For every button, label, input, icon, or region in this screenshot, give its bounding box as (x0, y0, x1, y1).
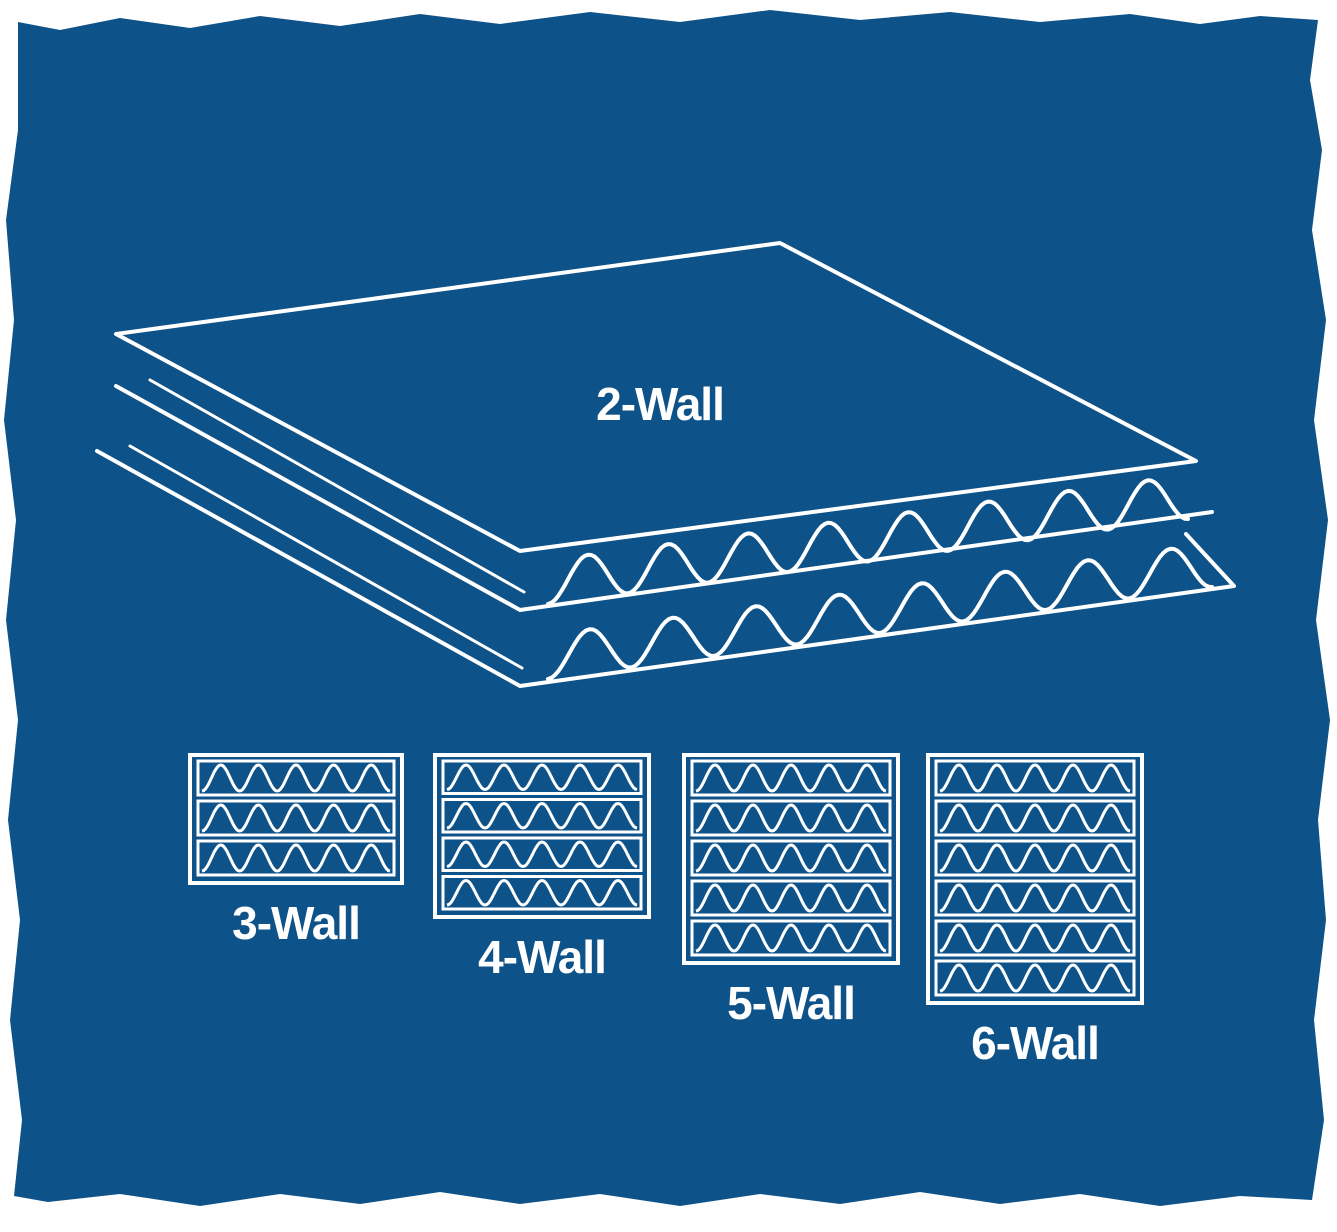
cross-section-label: 6-Wall (971, 1017, 1099, 1069)
flute-wave (446, 840, 638, 869)
bottom-liner-sheet (95, 449, 1236, 688)
flute-wave (939, 843, 1131, 873)
flute-row-liner (441, 798, 643, 834)
bottom-liner-inner-edge (128, 444, 524, 670)
flute-row-liner (196, 799, 396, 837)
flute-wave (446, 878, 638, 907)
flute-wave (939, 803, 1131, 833)
middle-liner-sheet (114, 384, 1214, 612)
cross-section-group: 3-Wall 4-Wall 5-Wall 6-Wall (188, 753, 1144, 1069)
cross-section-4-wall: 4-Wall (433, 753, 651, 983)
flute-row-liner (934, 839, 1136, 877)
cross-section-frame (682, 753, 900, 965)
flute-wave (939, 763, 1131, 793)
flute-wave (939, 883, 1131, 913)
flute-row-liner (441, 759, 643, 795)
flute-wave (695, 843, 887, 873)
flute-wave (201, 803, 391, 833)
two-wall-board-illustration (95, 241, 1236, 688)
flute-row-liner (934, 759, 1136, 797)
flute-row-liner (196, 839, 396, 877)
top-liner-sheet (114, 241, 1198, 553)
middle-liner-inner-edge (148, 378, 526, 594)
flute-row-liner (934, 959, 1136, 997)
flute-wave (695, 803, 887, 833)
two-wall-label: 2-Wall (596, 378, 724, 430)
upper-flute-layer (546, 478, 1190, 606)
flute-row-liner (690, 919, 892, 957)
flute-row-liner (690, 879, 892, 917)
flute-wave (695, 923, 887, 953)
flute-wave (201, 843, 391, 873)
flute-wave (201, 763, 391, 793)
flute-row-liner (690, 799, 892, 837)
cross-section-6-wall: 6-Wall (926, 753, 1144, 1069)
flute-row-liner (934, 799, 1136, 837)
flute-wave (446, 801, 638, 830)
flute-row-liner (441, 875, 643, 911)
flute-wave (939, 923, 1131, 953)
flute-row-liner (934, 919, 1136, 957)
cross-section-5-wall: 5-Wall (682, 753, 900, 1029)
cross-section-label: 4-Wall (478, 931, 606, 983)
flute-wave (695, 763, 887, 793)
cross-section-frame (433, 753, 651, 919)
cross-section-3-wall: 3-Wall (188, 753, 404, 949)
flute-row-liner (934, 879, 1136, 917)
flute-row-liner (441, 836, 643, 872)
background-panel (4, 10, 1330, 1206)
flute-wave (939, 963, 1131, 993)
cross-section-frame (188, 753, 404, 885)
cross-section-label: 3-Wall (232, 897, 360, 949)
flute-wave (695, 883, 887, 913)
lower-flute-layer (546, 546, 1214, 681)
flute-row-liner (196, 759, 396, 797)
cross-section-frame (926, 753, 1144, 1005)
flute-row-liner (690, 839, 892, 877)
cross-section-label: 5-Wall (727, 977, 855, 1029)
flute-wave (446, 763, 638, 792)
flute-row-liner (690, 759, 892, 797)
